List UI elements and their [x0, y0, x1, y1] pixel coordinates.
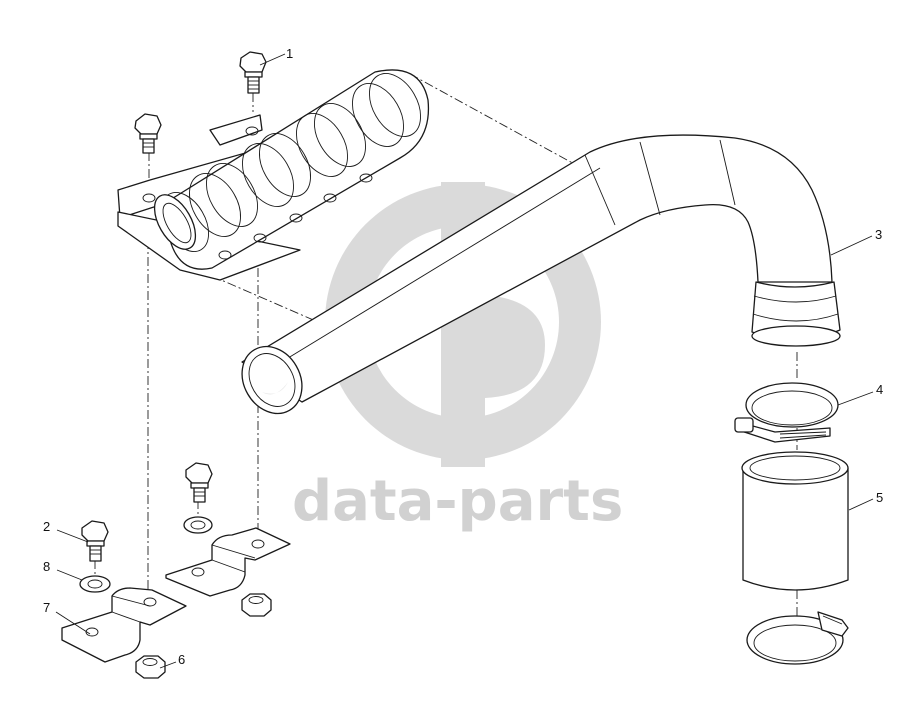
callout-5: 5 — [848, 490, 883, 511]
watermark-text: data-parts — [292, 469, 623, 534]
washer-middle — [183, 516, 213, 534]
callout-label-6: 6 — [178, 652, 185, 667]
callout-label-1: 1 — [286, 46, 293, 61]
callout-8: 8 — [43, 559, 83, 581]
callout-label-7: 7 — [43, 600, 50, 615]
callout-2: 2 — [43, 519, 89, 543]
hose-clamp-upper — [734, 382, 839, 443]
callout-label-2: 2 — [43, 519, 50, 534]
intake-pipe — [241, 134, 841, 415]
rubber-sleeve — [741, 451, 849, 591]
bolt-upper-right — [239, 51, 267, 94]
bolt-upper-left — [134, 113, 162, 154]
ribbed-sleeve-assembly — [117, 69, 430, 281]
hose-clamp-lower — [746, 611, 849, 665]
bracket-middle — [165, 527, 291, 597]
washer-lower-left — [79, 575, 111, 593]
bracket-lower-left — [61, 587, 187, 663]
callout-label-5: 5 — [876, 490, 883, 505]
callout-label-4: 4 — [876, 382, 883, 397]
callout-6: 6 — [159, 652, 185, 669]
nut-lower-left — [135, 655, 166, 679]
bolt-lower-left — [81, 520, 109, 562]
callout-label-8: 8 — [43, 559, 50, 574]
nut-middle — [241, 593, 272, 617]
bolt-middle — [185, 462, 213, 503]
callout-3: 3 — [830, 227, 882, 256]
callout-4: 4 — [837, 382, 883, 406]
callout-1: 1 — [259, 46, 293, 66]
callout-7: 7 — [43, 600, 91, 635]
callout-label-3: 3 — [875, 227, 882, 242]
